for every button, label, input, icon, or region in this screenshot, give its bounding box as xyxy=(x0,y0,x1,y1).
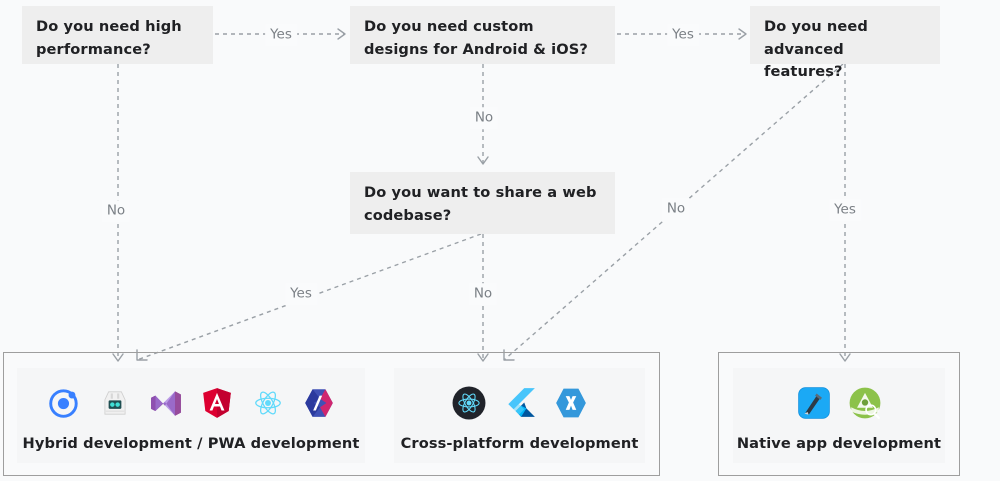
angular-icon xyxy=(202,387,231,418)
decision-node-label: Do you need advanced features? xyxy=(764,18,868,81)
decision-node-advanced-features[interactable]: Do you need advanced features? xyxy=(750,6,940,80)
decision-node-label: Do you want to share a web codebase? xyxy=(364,184,597,224)
edge-label-q3-cross: No xyxy=(661,198,691,220)
decision-node-custom-designs[interactable]: Do you need custom designs for Android &… xyxy=(350,6,615,64)
outcome-label-cross-platform: Cross-platform development xyxy=(400,434,639,452)
edge-label-q1-hybrid: No xyxy=(101,200,131,222)
react-icon xyxy=(254,391,281,414)
decision-node-share-web-codebase[interactable]: Do you want to share a web codebase? xyxy=(350,172,615,234)
tech-icon-row-hybrid xyxy=(47,380,336,426)
tech-icon-row-native xyxy=(797,380,882,426)
xcode-icon xyxy=(797,386,830,419)
arrowhead-q3-native xyxy=(839,353,851,362)
flutter-icon xyxy=(507,387,535,417)
edge-label-q4-hybrid: Yes xyxy=(285,283,317,305)
tech-icon-row-cross-platform xyxy=(452,380,588,426)
polymer-icon xyxy=(304,388,333,417)
arrowhead-q1-q2 xyxy=(337,28,346,40)
arrowhead-q2-q3 xyxy=(738,28,747,40)
edge-label-q1-q2: Yes xyxy=(265,24,297,46)
react-native-icon xyxy=(452,386,485,419)
android-studio-icon xyxy=(849,387,880,419)
outcome-panel-cross-platform[interactable]: Cross-platform development xyxy=(394,368,645,463)
outcome-panel-native[interactable]: Native app development xyxy=(733,368,945,463)
decision-node-label: Do you need high performance? xyxy=(36,18,182,58)
outcome-group-native xyxy=(718,352,960,476)
visual-studio-icon xyxy=(150,390,181,416)
edge-q4-hybrid xyxy=(136,233,482,361)
cordova-robot-icon xyxy=(103,390,126,415)
arrowhead-q4-cross xyxy=(477,353,489,362)
arrowhead-q3-cross xyxy=(503,349,515,361)
outcome-group-hybrid xyxy=(3,352,660,476)
edge-label-q2-q4: No xyxy=(469,107,499,129)
ionic-icon xyxy=(48,388,78,418)
edge-label-q4-cross: No xyxy=(468,283,498,305)
edge-label-q2-q3: Yes xyxy=(667,24,699,46)
arrowhead-q1-hybrid xyxy=(112,353,124,362)
edge-label-q3-native: Yes xyxy=(829,199,861,221)
decision-node-high-performance[interactable]: Do you need high performance? xyxy=(22,6,213,64)
outcome-label-native: Native app development xyxy=(736,434,942,452)
decision-node-label: Do you need custom designs for Android &… xyxy=(364,18,588,58)
outcome-panel-hybrid[interactable]: Hybrid development / PWA development xyxy=(17,368,365,463)
arrowhead-q2-q4 xyxy=(477,156,489,165)
outcome-label-hybrid: Hybrid development / PWA development xyxy=(22,434,360,452)
arrowhead-q4-hybrid xyxy=(136,349,148,361)
xamarin-icon xyxy=(555,388,586,417)
